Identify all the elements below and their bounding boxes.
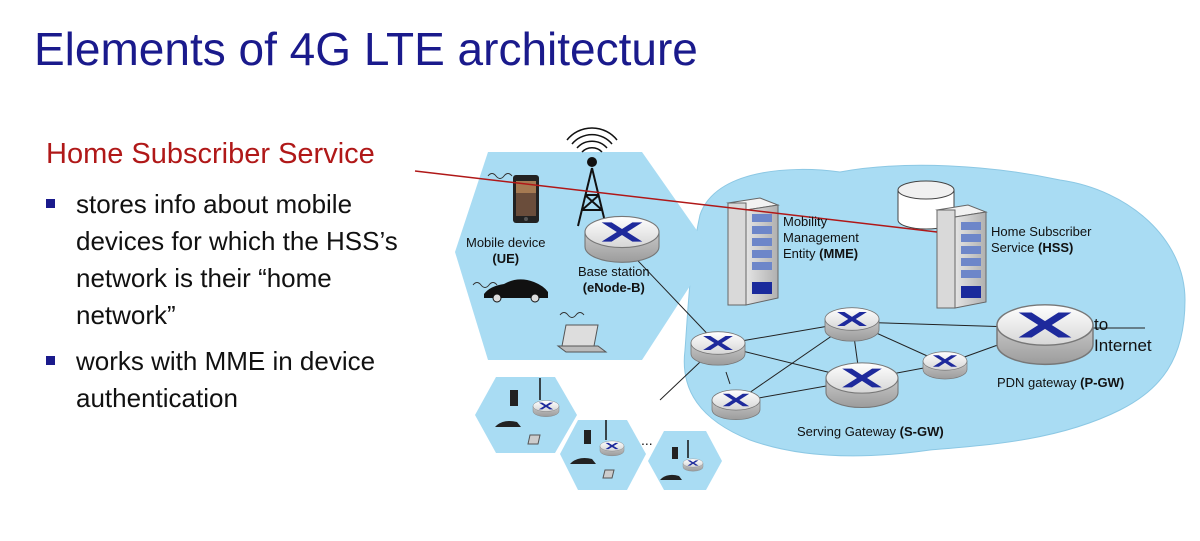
core-router-icon: [712, 390, 760, 420]
wireless-signal-icon: [472, 173, 585, 318]
bullet-text: works with MME in device authentication: [76, 346, 376, 413]
hss-label: Home Subscriber Service (HSS): [991, 224, 1092, 255]
core-router-icon: [691, 332, 745, 365]
car-icon: [484, 279, 548, 303]
slide-title: Elements of 4G LTE architecture: [34, 23, 698, 75]
bullet-square-icon: [46, 199, 55, 208]
mobile-device-label: Mobile device (UE): [466, 235, 546, 266]
small-cell-devices-icon: [495, 378, 703, 480]
section-heading: Home Subscriber Service: [46, 138, 375, 170]
small-cell-hexagon: [475, 377, 577, 453]
hss-pointer-line: [414, 170, 938, 233]
sgw-router-icon: [826, 363, 898, 408]
hss-server-icon: [935, 204, 988, 309]
more-cells-ellipsis: ...: [641, 432, 653, 448]
base-station-label: Base station (eNode-B): [578, 264, 650, 295]
antenna-tower-icon: [566, 127, 618, 227]
laptop-icon: [556, 324, 608, 353]
sgw-label: Serving Gateway (S-GW): [797, 424, 944, 439]
pgw-label: PDN gateway (P-GW): [997, 375, 1125, 390]
core-network-region: [683, 164, 1186, 457]
small-cell-hexagon: [560, 420, 646, 490]
internet-label: to Internet: [1094, 315, 1152, 355]
core-router-icon: [923, 352, 967, 379]
mme-server-icon: [726, 197, 780, 306]
core-router-icon: [825, 308, 879, 341]
mme-label: Mobility Management Entity (MME): [783, 214, 859, 261]
bullet-item: stores info about mobile devices for whi…: [46, 186, 426, 334]
pgw-router-icon: [997, 305, 1093, 365]
bullet-square-icon: [46, 356, 55, 365]
base-station-router-icon: [585, 216, 659, 262]
bullet-text: stores info about mobile devices for whi…: [76, 189, 398, 330]
bullet-item: works with MME in device authentication: [46, 343, 426, 417]
